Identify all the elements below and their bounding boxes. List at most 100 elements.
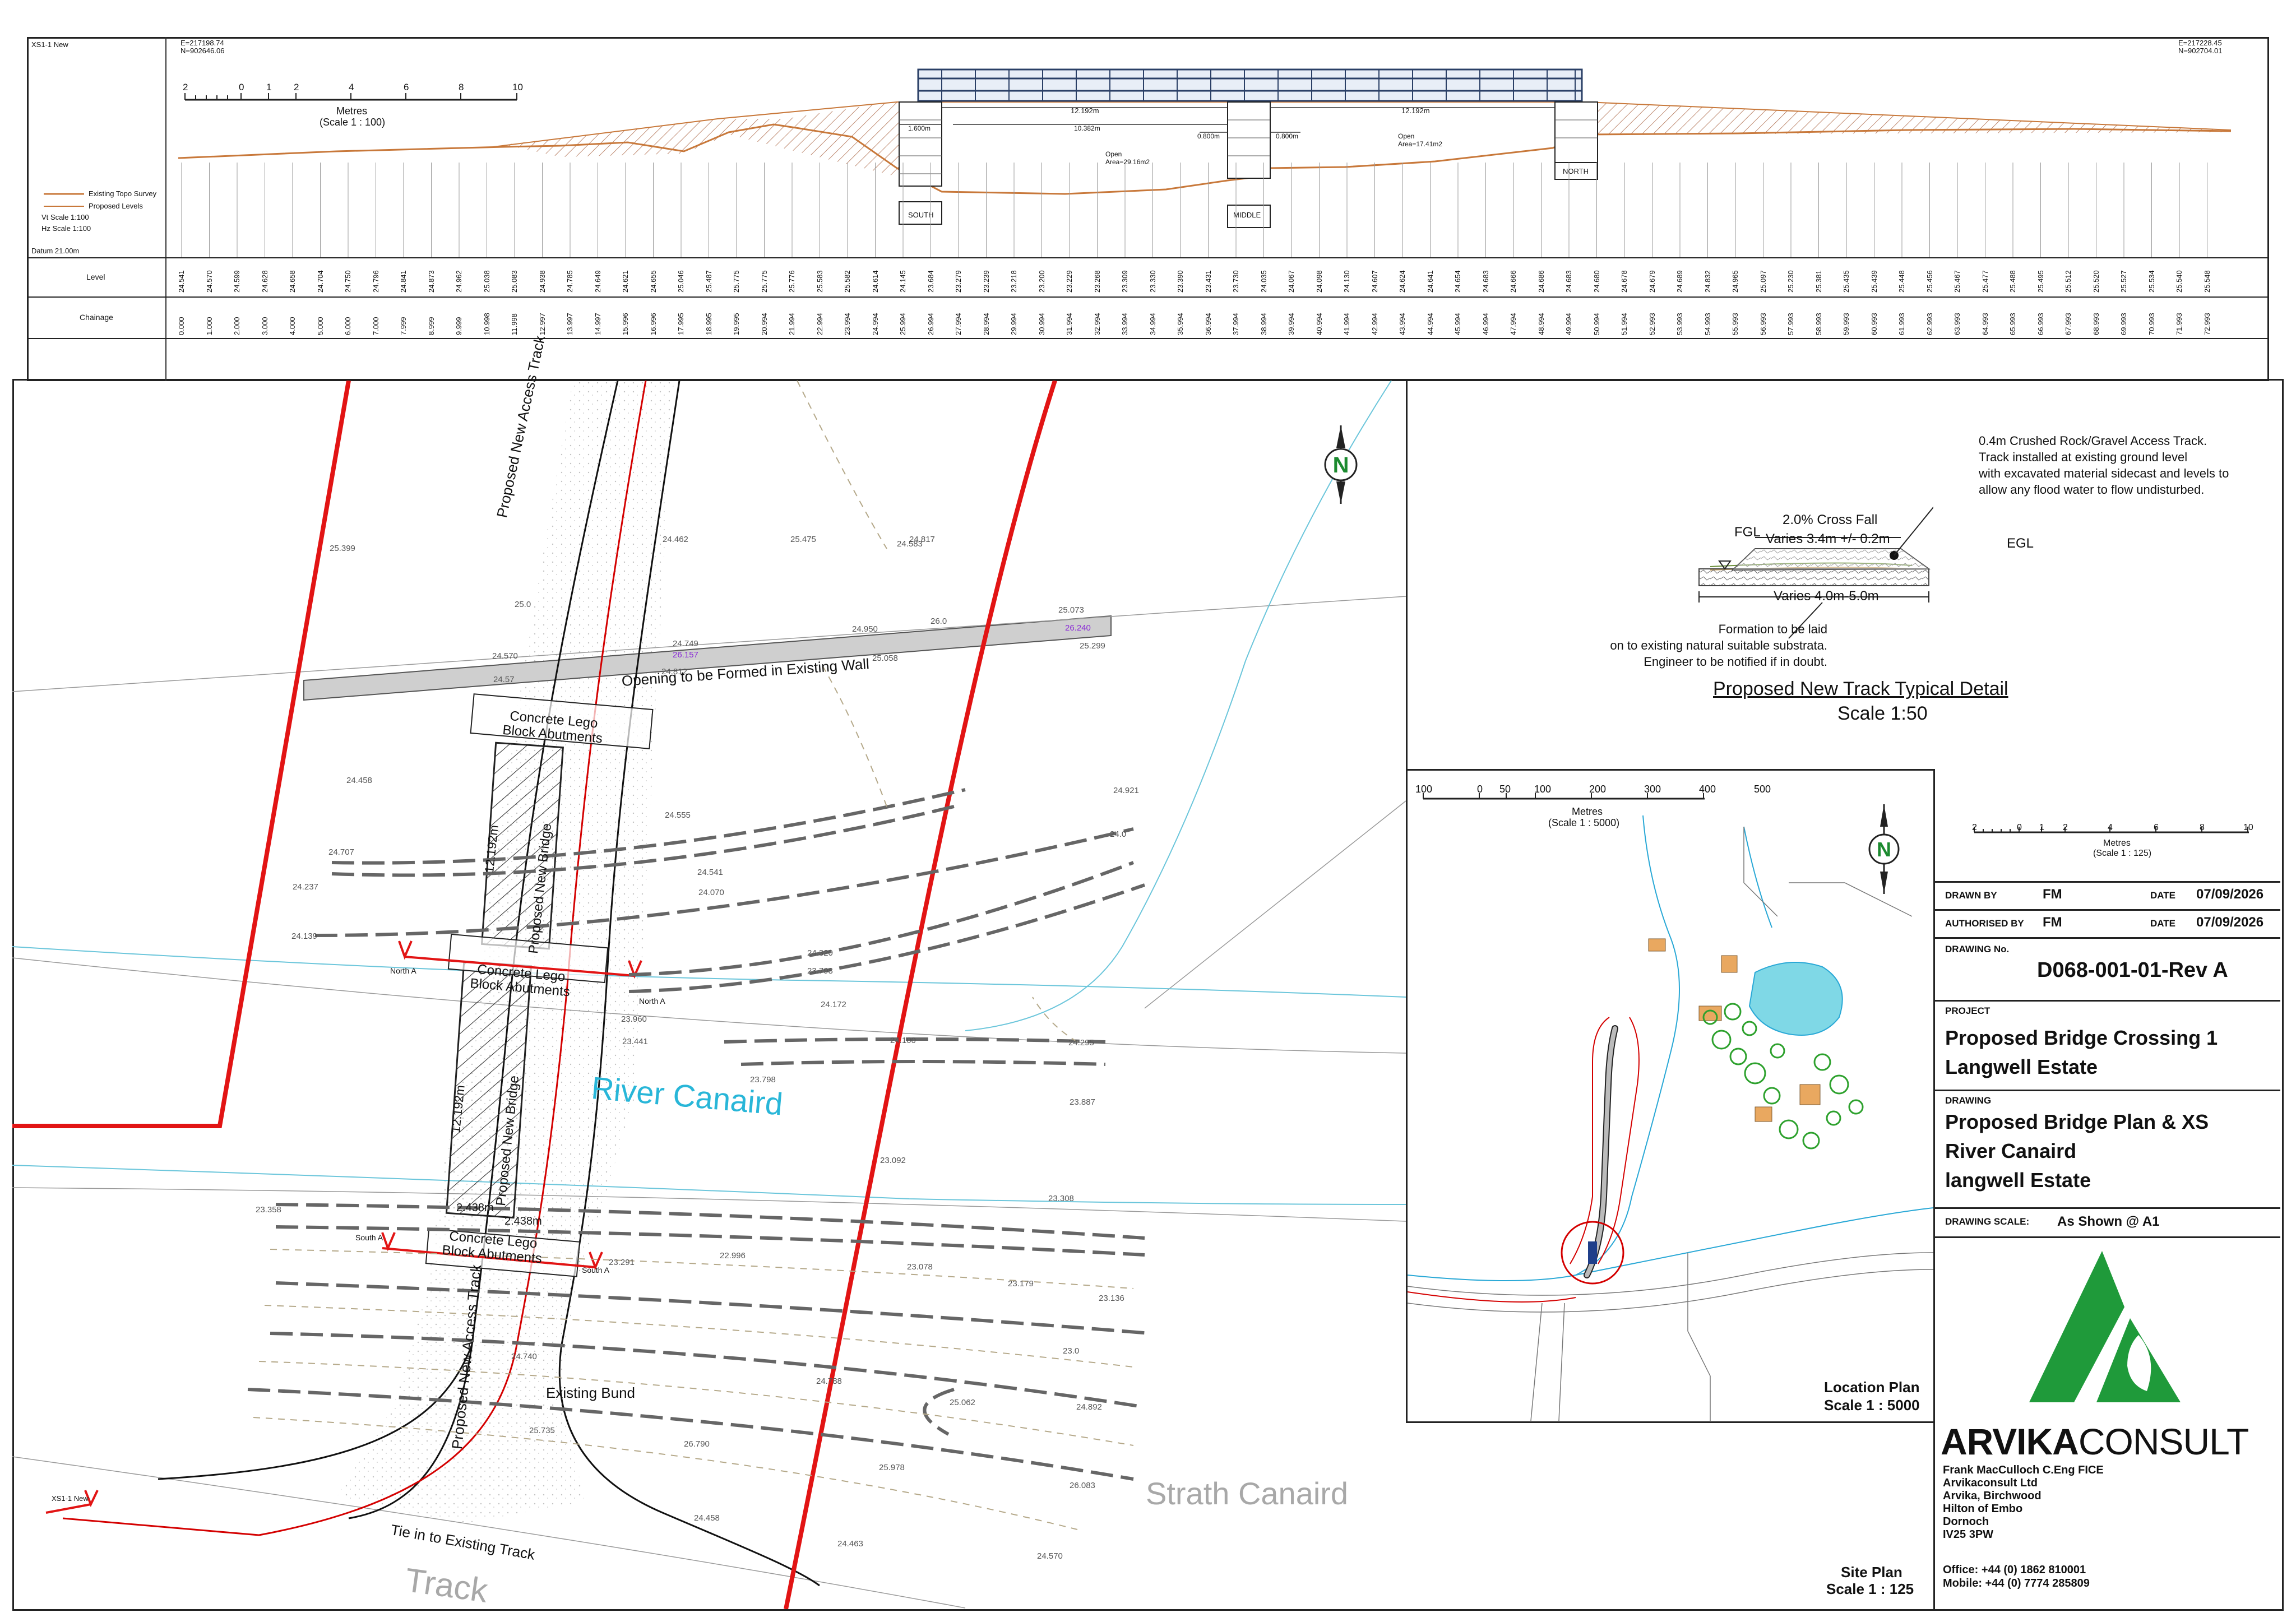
spot-level: 26.0: [931, 617, 947, 626]
level-value: 25.775: [732, 270, 740, 293]
xs-open2: Open Area=17.41m2: [1398, 132, 1443, 148]
tb-row-auth: [1935, 909, 2280, 937]
chainage-value: 55.993: [1731, 313, 1739, 335]
spot-level: 24.139: [291, 932, 317, 941]
spot-level: 23.291: [609, 1258, 635, 1267]
spot-level: 23.136: [1099, 1294, 1124, 1303]
tb-row-drawing-no: [1935, 937, 2280, 1000]
spot-level: 24.237: [293, 882, 318, 892]
xs-id: XS1-1 New: [31, 40, 68, 49]
level-value: 25.534: [2147, 270, 2156, 293]
level-value: 24.680: [1592, 270, 1601, 293]
chainage-value: 2.000: [233, 317, 241, 335]
chainage-value: 3.000: [260, 317, 269, 335]
chainage-value: 9.999: [455, 317, 463, 335]
level-value: 23.279: [954, 270, 962, 293]
level-value: 23.309: [1121, 270, 1129, 293]
tb-drawing-scale-label: DRAWING SCALE:: [1945, 1216, 2030, 1227]
loc-scale-unit: Metres: [1572, 806, 1603, 817]
chainage-value: 19.995: [732, 313, 740, 335]
level-value: 24.649: [593, 270, 602, 293]
spot-level: 24.740: [511, 1352, 537, 1361]
spot-level: 23.0: [1063, 1346, 1080, 1356]
loc-scale-numbers: 100 0 50 100 200 300 400 500: [1415, 784, 1771, 795]
chainage-value: 31.994: [1065, 313, 1073, 335]
level-value: 24.098: [1314, 270, 1323, 293]
level-value: 24.599: [233, 270, 241, 293]
tb-company-name: ARVIKACONSULT: [1941, 1420, 2249, 1463]
chainage-value: 48.994: [1536, 313, 1545, 335]
level-value: 24.679: [1647, 270, 1656, 293]
chainage-value: 71.993: [2175, 313, 2183, 335]
title-block-border: [1933, 769, 1935, 1611]
tb-drawn-by: FM: [2043, 887, 2062, 902]
spot-level: 24.812: [661, 667, 687, 676]
chainage-value: 39.994: [1287, 313, 1295, 335]
spot-level: 24.583: [897, 539, 923, 549]
spot-level: 23.798: [807, 966, 833, 976]
chainage-value: 6.000: [344, 317, 352, 335]
label-north-a2: North A: [639, 997, 665, 1005]
spot-level: 25.0: [515, 600, 531, 609]
xs-left-divider: [165, 37, 166, 381]
label-south-a2: South A: [582, 1266, 610, 1275]
xs-legend-proposed: Proposed Levels: [89, 202, 143, 210]
level-value: 23.330: [1148, 270, 1157, 293]
xs-bridge-truss: [917, 68, 1583, 102]
chainage-value: 25.994: [899, 313, 907, 335]
level-value: 25.439: [1869, 270, 1878, 293]
label-south-a1: South A: [355, 1233, 383, 1242]
level-value: 24.965: [1731, 270, 1739, 293]
chainage-value: 61.993: [1897, 313, 1906, 335]
chainage-value: 32.994: [1093, 313, 1101, 335]
svg-text:N: N: [1877, 838, 1891, 861]
spot-level: 25.978: [879, 1463, 905, 1472]
spot-level: 25.299: [1080, 641, 1105, 651]
level-value: 24.614: [871, 270, 879, 293]
divider-vertical: [1406, 379, 1408, 1421]
xs-legend-hz: Hz Scale 1:100: [41, 224, 91, 233]
chainage-value: 47.994: [1509, 313, 1517, 335]
level-value: 24.832: [1703, 270, 1712, 293]
tb-auth-date: 07/09/2026: [2196, 915, 2264, 930]
chainage-value: 63.993: [1953, 313, 1961, 335]
detail-note-top: 0.4m Crushed Rock/Gravel Access Track. T…: [1979, 434, 2229, 497]
level-value: 25.495: [2036, 270, 2045, 293]
level-value: 24.570: [205, 270, 214, 293]
xs-abut-middle: MIDDLE: [1233, 211, 1261, 219]
level-value: 24.658: [288, 270, 297, 293]
tb-auth-label: AUTHORISED BY: [1945, 918, 2024, 929]
level-value: 24.067: [1287, 270, 1295, 293]
spot-level: 24.458: [346, 776, 372, 785]
existing-wall: [303, 615, 1112, 701]
spot-level: 24.57: [493, 675, 515, 684]
chainage-value: 51.994: [1620, 313, 1628, 335]
label-north-a1: North A: [390, 966, 416, 975]
level-value: 24.035: [1259, 270, 1268, 293]
spot-level: 24.541: [697, 868, 723, 877]
level-value: 24.683: [1481, 270, 1490, 293]
loc-plan-scale: Scale 1 : 5000: [1824, 1397, 1920, 1414]
company-logo-icon: [2029, 1251, 2181, 1402]
xs-legend-vt: Vt Scale 1:100: [41, 213, 89, 221]
spot-level: 25.399: [330, 544, 355, 553]
level-value: 23.218: [1010, 270, 1018, 293]
chainage-value: 37.994: [1232, 313, 1240, 335]
chainage-value: 18.995: [704, 313, 713, 335]
tb-auth-date-label: DATE: [2150, 918, 2176, 929]
level-value: 24.796: [371, 270, 380, 293]
tb-mobile: Mobile: +44 (0) 7774 285809: [1943, 1577, 2090, 1589]
xs-span2: 12.192m: [1401, 106, 1430, 115]
tb-row-project: [1935, 1000, 2280, 1090]
level-value: 25.448: [1897, 270, 1906, 293]
spot-level: 24.570: [1037, 1551, 1063, 1561]
chainage-value: 57.993: [1786, 313, 1795, 335]
level-value: 25.775: [760, 270, 769, 293]
chainage-value: 34.994: [1148, 313, 1157, 335]
chainage-value: 60.993: [1869, 313, 1878, 335]
chainage-value: 58.993: [1814, 313, 1823, 335]
level-value: 23.390: [1176, 270, 1184, 293]
xs-span1: 12.192m: [1071, 106, 1099, 115]
chainage-value: 23.994: [843, 313, 851, 335]
chainage-value: 42.994: [1370, 313, 1379, 335]
